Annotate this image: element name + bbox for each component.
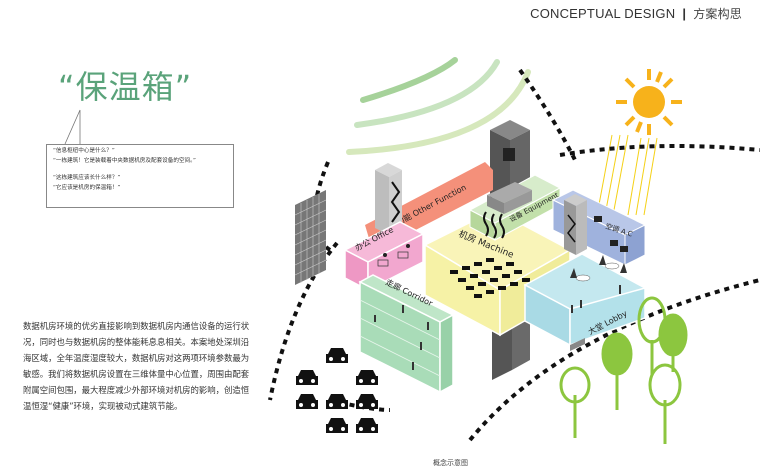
tree-icon [559,366,591,438]
solar-panel-icon [294,190,327,285]
car-icon [356,370,378,385]
callout-pointer [64,109,81,145]
car-icon [296,370,318,385]
description-paragraph: 数据机房环境的优劣直接影响到数据机房内通信设备的运行状况，同时也与数据机房的整体… [23,321,250,411]
corridor-block: 走廊 Corridor [358,274,455,394]
car-icon [356,394,378,409]
tree-icon-group [559,296,688,444]
equipment-block: 设备 Equipment [468,174,562,241]
header-separator: | [682,6,687,21]
person-icon [383,244,410,257]
heat-waves [483,211,505,239]
table-icon [575,262,620,282]
stair-tower [375,163,402,235]
callout-box: “信息枢纽中心是什么？” “一栋建筑！它是装载着中央数据机房及配套设备的空间。”… [46,144,234,208]
header-title-cn: 方案构思 [693,7,742,21]
lobby-block: 大堂 Lobby [523,253,647,351]
car-icon [326,348,348,363]
diagram-caption: 概念示意图 [433,459,468,467]
server-rack-grid [450,258,530,298]
site-boundary-line [268,68,760,442]
callout-line: “它应该是机房的保温箱！” [53,184,121,191]
wind-arcs-icon [346,57,531,155]
callout-line: “一栋建筑！它是装载着中央数据机房及配套设备的空间。” [53,157,196,164]
sun-icon [616,69,682,135]
car-icon [356,418,378,433]
page-header: CONCEPTUAL DESIGN | 方案构思 [530,5,742,22]
ac-stair-tower [564,194,587,255]
car-icon [296,394,318,409]
tree-icon [648,363,682,444]
car-icon [326,394,348,409]
header-title-en: CONCEPTUAL DESIGN [530,6,676,21]
tree-icon [658,313,688,372]
car-icon [326,418,348,433]
office-desk-icon [377,251,409,267]
callout-line: “信息枢纽中心是什么？” [53,148,115,154]
tree-icon [601,332,633,410]
callout-line: “这栋建筑应该长什么样？” [53,175,121,181]
concept-title: “保温箱” [58,68,193,106]
person-icon [570,255,627,313]
car-icon-group [296,348,378,433]
sunlight-rays [597,134,658,216]
person-icon [374,305,429,370]
